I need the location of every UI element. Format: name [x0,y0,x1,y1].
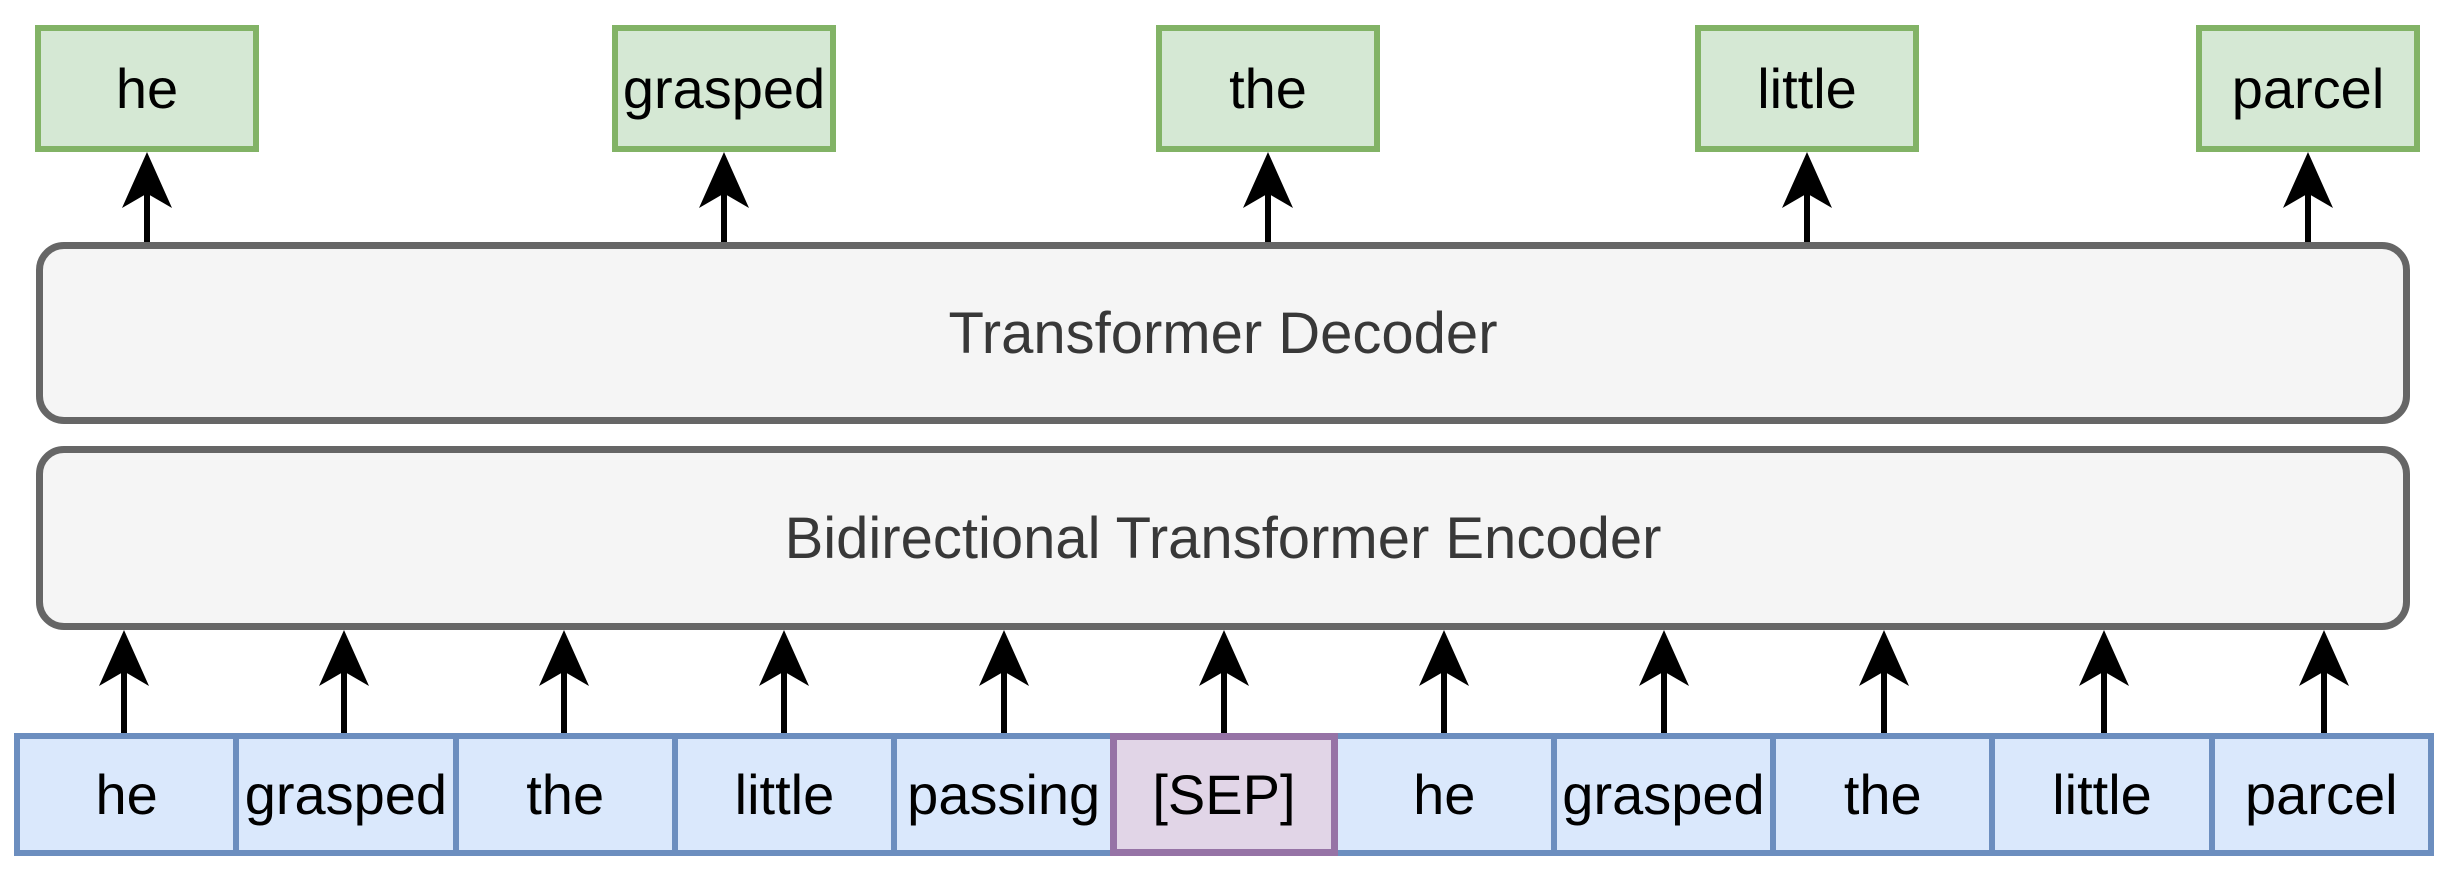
input-token-row: he grasped the little passing [SEP] he g… [14,733,2434,856]
input-token-cell: the [452,733,678,856]
input-token-label: grasped [1562,763,1765,826]
input-token-label: the [1843,763,1922,826]
up-arrow-icon [119,152,175,242]
input-token-label: little [2052,763,2152,826]
output-token-box: grasped [612,25,836,152]
transformer-encoder-block: Bidirectional Transformer Encoder [36,446,2410,630]
output-token-label: grasped [622,57,826,120]
transformer-decoder-block: Transformer Decoder [36,242,2410,424]
up-arrow-icon [2296,630,2352,733]
input-token-label: grasped [244,763,448,826]
encoder-label: Bidirectional Transformer Encoder [784,505,1662,571]
input-token-label: parcel [2245,763,2398,826]
input-token-cell: grasped [233,733,459,856]
output-token-box: little [1695,25,1919,152]
decoder-label: Transformer Decoder [948,300,1498,366]
input-token-cell: he [14,733,240,856]
up-arrow-icon [1416,630,1472,733]
up-arrow-icon [96,630,152,733]
separator-token-cell: [SEP] [1110,733,1338,856]
input-token-cell: little [671,733,898,856]
input-token-cell: he [1331,733,1557,856]
separator-token-label: [SEP] [1152,763,1296,826]
input-token-label: he [1413,763,1476,826]
input-token-cell: grasped [1550,733,1777,856]
up-arrow-icon [696,152,752,242]
input-token-cell: little [1989,733,2215,856]
up-arrow-icon [536,630,592,733]
output-token-label: he [115,57,179,120]
up-arrow-icon [2076,630,2132,733]
up-arrow-icon [1636,630,1692,733]
input-token-label: little [734,763,835,826]
up-arrow-icon [756,630,812,733]
up-arrow-icon [1856,630,1912,733]
input-token-cell: passing [891,733,1117,856]
input-token-label: passing [907,763,1101,826]
up-arrow-icon [2280,152,2336,242]
output-token-box: the [1156,25,1380,152]
up-arrow-icon [976,630,1032,733]
output-token-label: little [1757,57,1857,120]
output-token-box: he [35,25,259,152]
output-token-box: parcel [2196,25,2420,152]
up-arrow-icon [1240,152,1296,242]
up-arrow-icon [316,630,372,733]
input-token-cell: parcel [2208,733,2434,856]
up-arrow-icon [1779,152,1835,242]
input-token-label: the [526,763,605,826]
output-token-label: the [1229,57,1307,120]
up-arrow-icon [1196,630,1252,733]
output-token-label: parcel [2231,57,2385,120]
input-token-label: he [95,763,158,826]
input-token-cell: the [1770,733,1996,856]
